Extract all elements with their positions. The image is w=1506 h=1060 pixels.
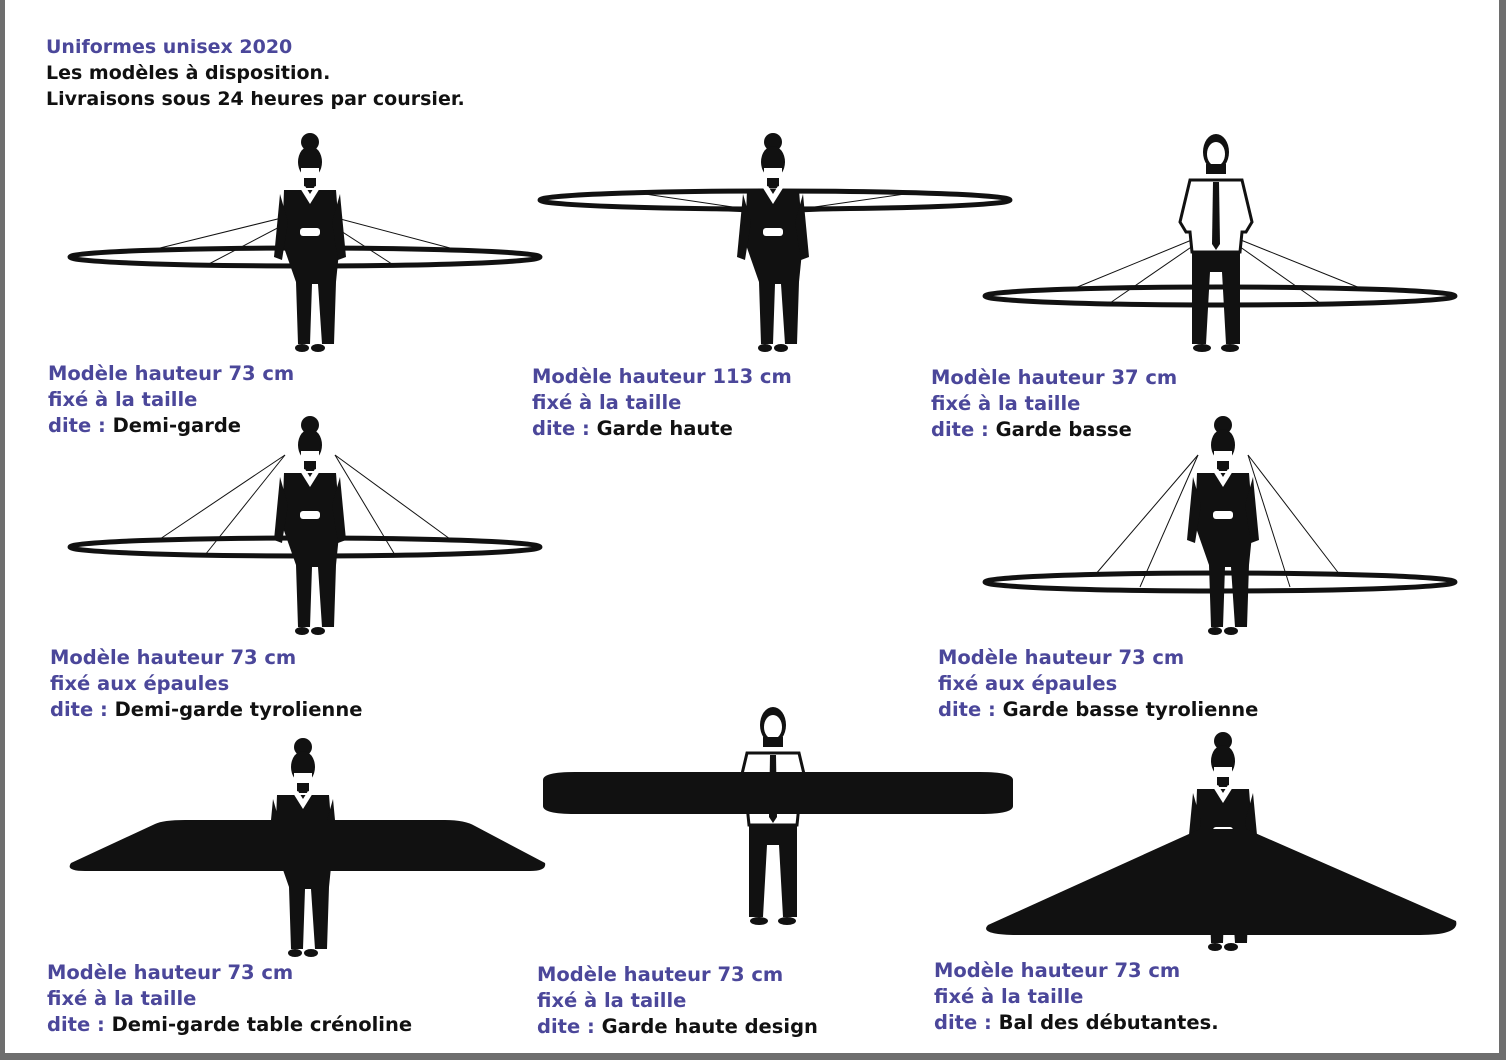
- subtitle-line-2: Livraisons sous 24 heures par coursier.: [46, 88, 465, 110]
- figure-garde-basse-tyrolienne: [982, 416, 1458, 635]
- caption-garde-basse: Modèle hauteur 37 cm fixé à la taille di…: [931, 366, 1178, 441]
- page-header: Uniformes unisex 2020 Les modèles à disp…: [46, 34, 465, 112]
- figure-garde-haute-design: [543, 705, 1013, 927]
- woman-icon: [274, 133, 346, 352]
- figure-demi-garde: [67, 133, 543, 352]
- caption-garde-haute-design: Modèle hauteur 73 cm fixé à la taille di…: [537, 963, 818, 1038]
- cone-skirt-icon: [986, 829, 1457, 935]
- table-skirt-icon: [69, 820, 546, 871]
- caption-demi-garde-tyrolienne: Modèle hauteur 73 cm fixé aux épaules di…: [50, 646, 363, 721]
- man-icon: [1178, 132, 1254, 354]
- document-page: Uniformes unisex 2020 Les modèles à disp…: [5, 0, 1499, 1053]
- caption-garde-haute: Modèle hauteur 113 cm fixé à la taille d…: [532, 365, 792, 440]
- figure-garde-basse: [982, 132, 1458, 354]
- figure-garde-haute: [537, 133, 1013, 352]
- woman-icon: [274, 416, 346, 635]
- woman-icon: [737, 133, 809, 352]
- caption-demi-garde-table-crenoline: Modèle hauteur 73 cm fixé à la taille di…: [47, 961, 413, 1036]
- caption-garde-basse-tyrolienne: Modèle hauteur 73 cm fixé aux épaules di…: [938, 646, 1259, 721]
- figure-bal-des-debutantes: [986, 732, 1457, 951]
- caption-bal-des-debutantes: Modèle hauteur 73 cm fixé à la taille di…: [934, 959, 1219, 1034]
- page-title: Uniformes unisex 2020: [46, 36, 293, 58]
- caption-demi-garde: Modèle hauteur 73 cm fixé à la taille di…: [48, 362, 295, 437]
- disc-icon: [543, 772, 1013, 814]
- figure-demi-garde-tyrolienne: [67, 416, 543, 635]
- figure-demi-garde-table-crenoline: [69, 738, 546, 957]
- woman-icon: [1187, 416, 1259, 635]
- man-icon: [735, 705, 811, 927]
- subtitle-line-1: Les modèles à disposition.: [46, 62, 331, 84]
